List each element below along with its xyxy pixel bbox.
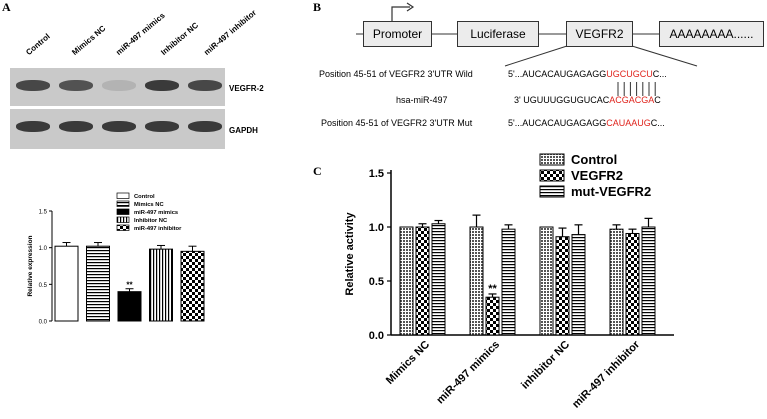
vegfr2-band [59, 80, 93, 91]
legend-swatch [116, 208, 130, 215]
seq-wild-label: Position 45-51 of VEGFR2 3'UTR Wild [319, 69, 473, 79]
mirna-seq: 3' UGUUUGGUGUCACACGACGAC [514, 95, 661, 105]
construct-promoter: Promoter [363, 21, 432, 47]
construct-polya: AAAAAAAA...... [659, 21, 764, 47]
legend-label: miR-497 mimics [134, 210, 178, 216]
legend-label: Control [571, 152, 617, 167]
panel-c-letter: C [313, 164, 322, 178]
seq-wild: 5'...AUCACAUGAGAGGUGCUGCUC... [508, 69, 667, 79]
legend-label: VEGFR2 [571, 168, 623, 183]
construct-luciferase: Luciferase [457, 21, 539, 47]
gapdh-band [59, 121, 93, 132]
y-tick-label: 1.0 [39, 246, 48, 252]
vegfr2-band [16, 80, 50, 91]
panel-b-letter: B [313, 0, 322, 14]
bar-1-1 [485, 296, 500, 336]
bar-2 [117, 291, 142, 322]
y-tick-label: 0.0 [369, 330, 384, 342]
gapdh-band [102, 121, 136, 132]
y-tick-label: 1.5 [369, 168, 384, 180]
bar-3-1 [625, 232, 640, 336]
bar-2-1 [555, 236, 570, 336]
blot-strip-vegfr2 [10, 68, 225, 106]
bar-1 [86, 245, 110, 322]
bar-3-2 [641, 226, 656, 336]
vegfr2-band [102, 80, 136, 91]
bar-4 [180, 250, 205, 322]
x-tick-label: inhibitor NC [519, 339, 572, 392]
significance-mark: ** [488, 283, 497, 295]
construct-vegfr2: VEGFR2 [566, 21, 633, 47]
bar-0 [54, 245, 79, 322]
gapdh-band [188, 121, 222, 132]
legend-swatch [539, 153, 565, 166]
bar-2-2 [571, 234, 586, 336]
x-tick-label: Mimics NC [384, 339, 432, 387]
y-tick-label: 0.5 [369, 276, 384, 288]
vegfr2-band [145, 80, 179, 91]
bar-1-2 [501, 228, 516, 336]
y-tick-label: 0.5 [39, 283, 48, 289]
legend-label: Inhibitor NC [134, 218, 168, 224]
gapdh-band [16, 121, 50, 132]
y-axis-label: Relative expression [27, 235, 34, 296]
y-tick-label: 1.5 [39, 210, 48, 216]
y-axis-label: Relative activity [344, 212, 356, 296]
y-tick-label: 1.0 [369, 222, 384, 234]
blot-strip-gapdh [10, 109, 225, 149]
y-tick-label: 0.0 [39, 320, 48, 326]
legend-swatch [116, 192, 130, 199]
legend-swatch [116, 200, 130, 207]
bar-3 [149, 248, 173, 322]
base-pairing-lines [617, 82, 656, 96]
bar-0-2 [431, 223, 446, 336]
mirna-label: hsa-miR-497 [396, 95, 448, 105]
bar-2-0 [539, 226, 554, 336]
vegfr2-band [188, 80, 222, 91]
legend-swatch [116, 224, 130, 231]
promoter-arrow-icon [391, 6, 410, 21]
legend-swatch [539, 185, 565, 198]
gapdh-band [145, 121, 179, 132]
significance-mark: ** [126, 281, 133, 290]
panel-a-letter: A [2, 0, 11, 14]
bar-0-0 [399, 226, 414, 336]
legend-label: Control [134, 194, 155, 200]
bar-1-0 [469, 226, 484, 336]
x-tick-label: miR-497 mimics [434, 339, 502, 407]
bar-3-0 [609, 228, 624, 336]
bar-0-1 [415, 226, 430, 336]
legend-label: mut-VEGFR2 [571, 184, 651, 199]
seq-mut: 5'...AUCACAUGAGAGGCAUAAUGC... [508, 118, 665, 128]
x-tick-label: miR-497 inhibitor [570, 338, 643, 411]
legend-label: Mimics NC [134, 202, 164, 208]
legend-label: miR-497 inhibitor [134, 226, 182, 232]
seq-mut-label: Position 45-51 of VEGFR2 3'UTR Mut [321, 118, 473, 128]
band-label-vegfr2: VEGFR-2 [229, 84, 264, 93]
legend-swatch [116, 216, 130, 223]
legend-swatch [539, 169, 565, 182]
band-label-gapdh: GAPDH [229, 126, 258, 135]
